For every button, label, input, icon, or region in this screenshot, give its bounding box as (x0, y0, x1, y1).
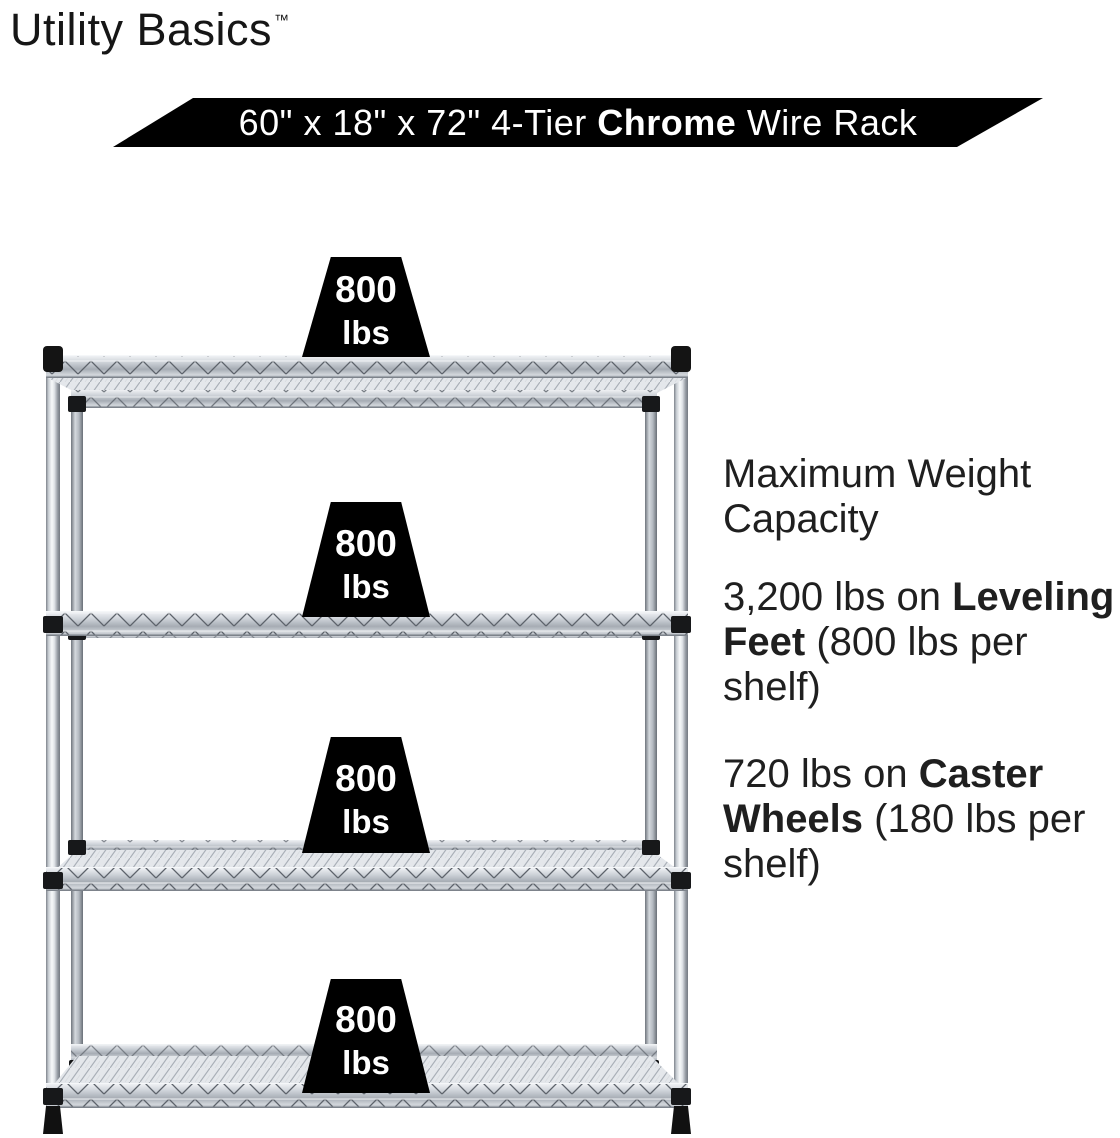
leveling-post: (800 lbs per shelf) (723, 620, 1028, 709)
caster-post: (180 lbs per shelf) (723, 797, 1086, 886)
title-suffix: Wire Rack (736, 101, 918, 143)
weight-capacity-tag: 800 lbs (302, 257, 430, 357)
rack-post-back-left (71, 396, 83, 1086)
leveling-feet-note: 3,200 lbs on Leveling Feet (800 lbs per … (723, 575, 1120, 710)
rack-shelf-2 (43, 611, 691, 640)
weight-value: 800 (335, 269, 397, 310)
weight-capacity-info: Maximum Weight Capacity 3,200 lbs on Lev… (723, 452, 1120, 887)
leveling-pre: 3,200 lbs on (723, 575, 953, 619)
title-prefix: 60" x 18" x 72" 4-Tier (238, 101, 598, 143)
weight-value: 800 (335, 999, 397, 1040)
caster-pre: 720 lbs on (723, 752, 919, 796)
weight-value: 800 (335, 758, 397, 799)
rack-post-front-left (46, 366, 60, 1110)
weight-unit: lbs (342, 568, 390, 605)
weight-capacity-tag: 800 lbs (302, 979, 430, 1093)
rack-post-caps (43, 346, 691, 372)
trademark-symbol: ™ (274, 12, 290, 29)
info-heading: Maximum Weight Capacity (723, 452, 1032, 541)
weight-unit: lbs (342, 803, 390, 840)
leveling-bold: Leveling Feet (723, 575, 1115, 664)
rack-shelf-1 (46, 355, 688, 412)
rack-post-front-right (674, 366, 688, 1110)
weight-value: 800 (335, 523, 397, 564)
weight-unit: lbs (342, 314, 390, 351)
rack-leveling-feet (43, 1106, 691, 1134)
title-banner: 60" x 18" x 72" 4-Tier Chrome Wire Rack (113, 98, 1043, 147)
weight-unit: lbs (342, 1044, 390, 1081)
caster-bold: Caster Wheels (723, 752, 1044, 841)
title-highlight: Chrome (597, 101, 737, 143)
brand-name: Utility Basics (10, 4, 273, 55)
caster-wheels-note: 720 lbs on Caster Wheels (180 lbs per sh… (723, 752, 1120, 887)
rack-post-back-right (645, 396, 657, 1086)
